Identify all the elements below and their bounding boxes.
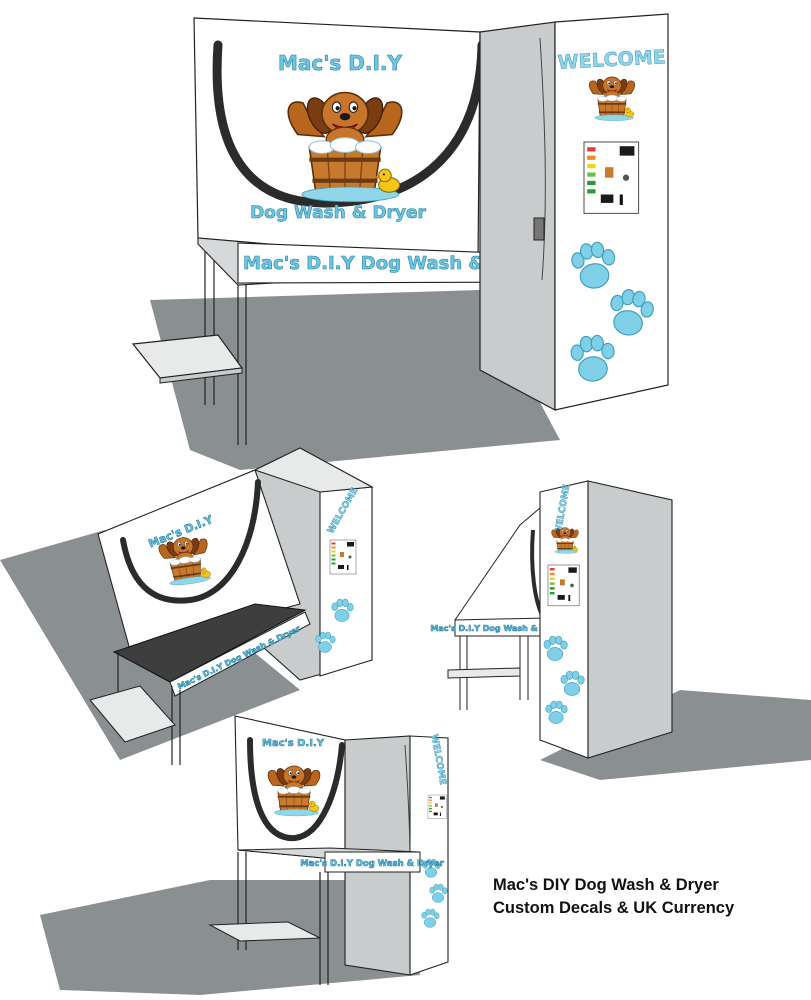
banner-text-small: Mac's D.I.Y Dog Wash & Dryer <box>300 859 444 869</box>
payment-panel-small <box>329 539 357 575</box>
banner-text-small: Mac's D.I.Y Dog Wash & Dryer <box>430 624 565 633</box>
shower-nozzle <box>533 217 545 241</box>
caption-line-1: Mac's DIY Dog Wash & Dryer <box>493 876 719 894</box>
side-angle-unit-view: WELCOME Mac's D.I.Y Mac's D.I.Y Dog Wash… <box>0 447 374 765</box>
dryer-hose <box>212 40 487 208</box>
folding-step <box>208 921 321 942</box>
logo-top-text-small: Mac's D.I.Y <box>262 738 325 749</box>
logo-bottom-text: Dog Wash & Dryer <box>250 203 426 223</box>
caption-line-2: Custom Decals & UK Currency <box>493 899 735 917</box>
logo-top-text: Mac's D.I.Y <box>278 51 402 75</box>
dryer-hose <box>120 479 261 604</box>
front-banner <box>169 611 311 697</box>
ground-shadow <box>540 690 811 780</box>
payment-panel <box>583 141 640 214</box>
tub-mat <box>112 603 307 683</box>
payment-panel-small <box>427 794 447 819</box>
ground-shadow <box>150 290 560 470</box>
banner-text: Mac's D.I.Y Dog Wash & Dryer <box>243 253 547 274</box>
dryer-hose <box>247 737 345 842</box>
product-caption: Mac's DIY Dog Wash & Dryer Custom Decals… <box>493 874 734 920</box>
payment-panel-small <box>547 564 580 607</box>
folding-step <box>89 685 176 743</box>
tower-side <box>479 21 556 411</box>
ground-shadow <box>40 880 420 995</box>
main-unit-view: Mac's D.I.Y Dog Wash & Dryer Mac's D.I.Y… <box>131 13 669 470</box>
front-banner <box>324 851 421 873</box>
rear-angle-unit-view: Mac's D.I.Y Dog Wash & Dryer WELCOME <box>430 480 811 780</box>
front-angle-unit-view: Mac's D.I.Y WELCOME Mac's D.I.Y Dog Wash… <box>40 715 449 995</box>
tower-side <box>587 480 673 759</box>
welcome-text: WELCOME <box>557 46 666 74</box>
